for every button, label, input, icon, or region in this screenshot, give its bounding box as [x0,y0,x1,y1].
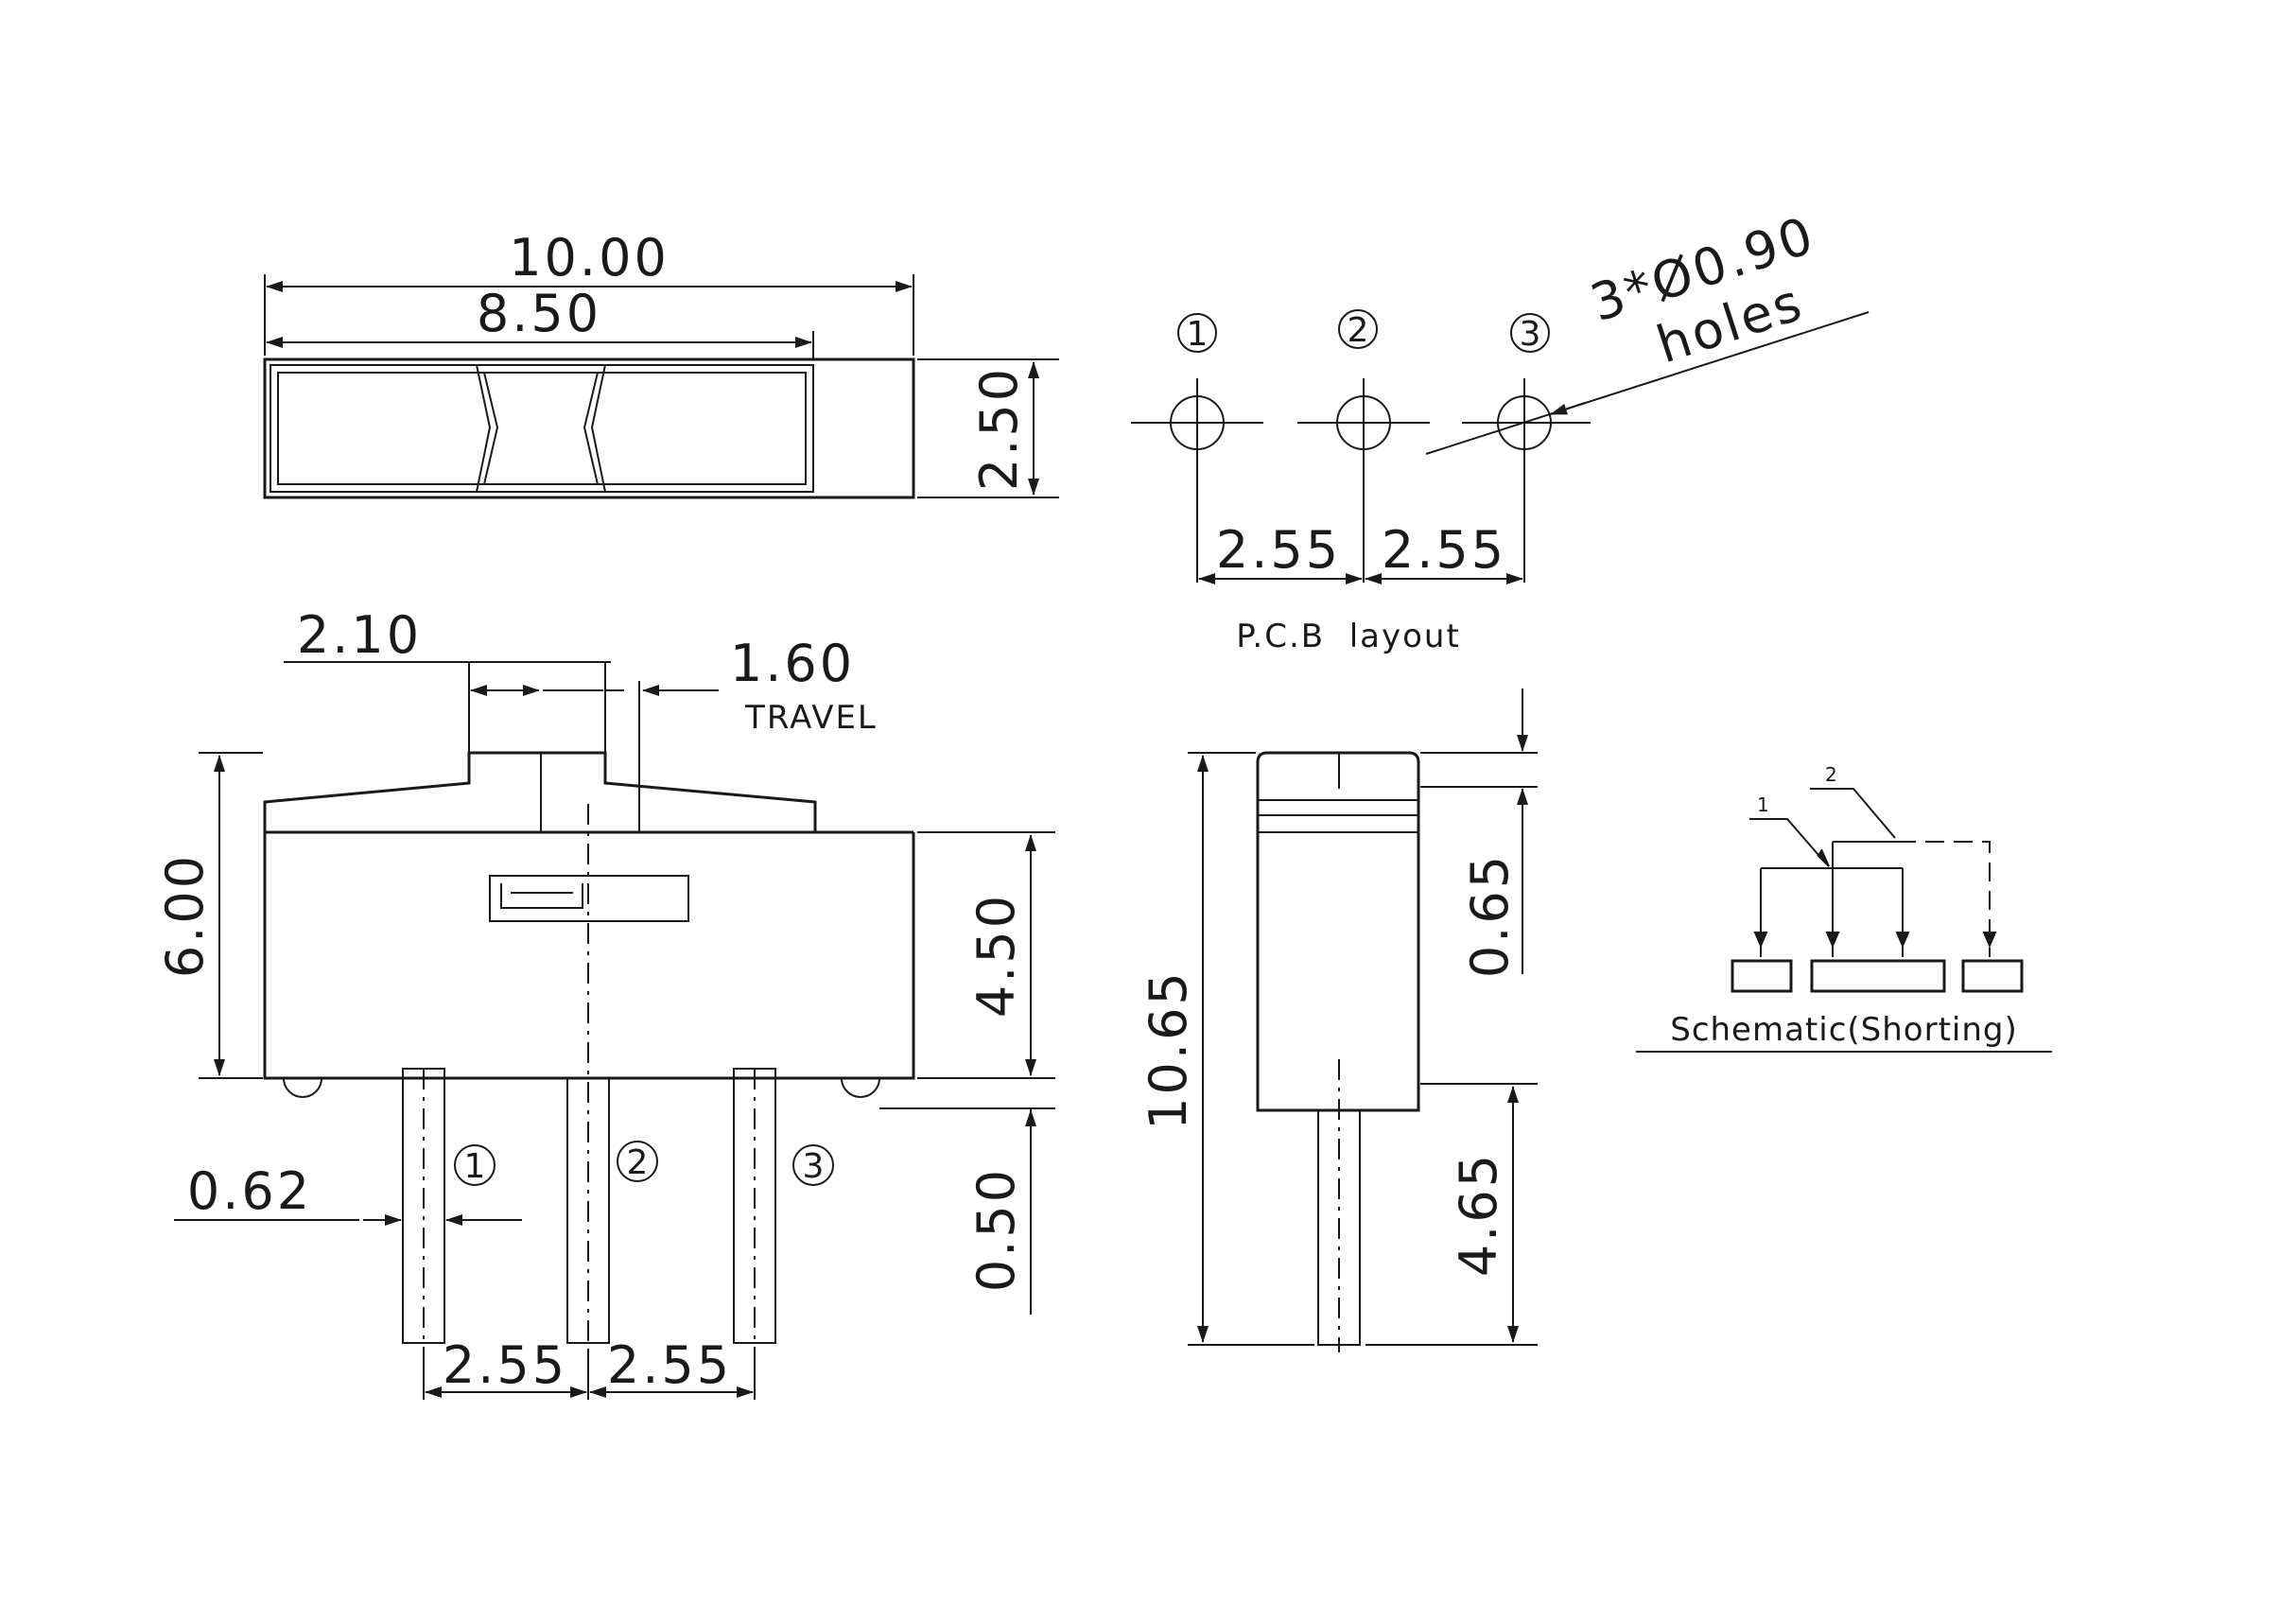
dim-standoff: 0.50 [966,1167,1026,1292]
dim-depth: 2.50 [969,366,1029,491]
front-pitch-left: 2.55 [443,1335,567,1395]
dim-total-height: 6.00 [155,853,215,978]
front-view: 1 2 3 2.10 1.60 TRAVEL 6.00 4.50 0.50 0.… [155,605,1055,1400]
hole-callout-leader [1425,311,1870,455]
front-pin-3-label: 3 [803,1147,825,1186]
schematic-position-2 [1897,841,1991,957]
dim-overall-height-ext [1188,752,1314,1346]
pcb-layout: 1 2 3 3*Ø0.90 holes 2.55 2.55 P.C.B layo… [1131,205,1870,655]
top-extension-lines [264,274,1059,498]
dim-body-height-ext [879,831,1055,1109]
dim-pin-width: 0.62 [187,1161,312,1221]
pcb-pin-1-label: 1 [1187,315,1209,354]
schematic-contact-center [1810,959,1946,993]
dim-top-step: 0.65 [1460,853,1520,978]
schematic-caption: Schematic(Shorting) [1670,1011,2018,1049]
schematic-position-1 [1760,842,1904,957]
top-slot-outer [270,364,814,493]
dim-top-step-ext [1420,752,1538,788]
side-body-outline [1256,751,1420,1112]
dim-overall-height: 10.65 [1139,969,1198,1130]
dim-pin-length-ext [1365,1083,1538,1346]
top-knob-inner [483,372,599,485]
top-view: 10.00 8.50 2.50 [263,228,1059,499]
schematic-leader-1 [1749,818,1826,863]
front-actuator-extensions [468,662,640,832]
hole-callout-arrow [1550,402,1586,415]
travel-label: TRAVEL [744,699,878,737]
top-body-outline [263,357,915,499]
side-view: 10.65 0.65 4.65 [1139,688,1538,1352]
front-bosses [283,1077,880,1098]
pcb-pin-2: 2 [1297,309,1430,583]
schematic-label-2: 2 [1825,763,1837,786]
dim-total-height-ext [199,752,263,1079]
dim-body-height: 4.50 [966,893,1026,1018]
front-pin-3 [733,1068,776,1349]
front-pin-2 [566,1077,610,1344]
schematic: 1 2 Schematic(Shorting) [1636,763,2052,1053]
pcb-pitch-right: 2.55 [1382,520,1506,580]
front-pitch-right: 2.55 [607,1335,732,1395]
front-window-knob [500,883,583,909]
dim-actuator-width: 2.10 [297,605,422,665]
pcb-pin-2-label: 2 [1348,311,1369,350]
front-pitch-ext [423,1349,756,1400]
dim-travel: 1.60 [730,634,855,693]
schematic-contact-right [1961,959,2024,993]
schematic-leader-2 [1810,788,1896,839]
pcb-layout-caption: P.C.B layout [1236,618,1461,655]
pcb-pitch-left: 2.55 [1216,520,1341,580]
top-knob-outer [476,364,606,493]
dim-pin-length: 4.65 [1449,1152,1508,1277]
side-body-bands [1258,753,1418,833]
pcb-pin-1: 1 [1131,313,1263,583]
front-pin-2-label: 2 [627,1143,649,1182]
schematic-contact-left [1731,959,1793,993]
pcb-pin-3-label: 3 [1520,315,1541,354]
front-pin-1 [402,1068,445,1349]
schematic-label-1: 1 [1757,793,1769,816]
dim-overall-width: 10.00 [509,228,670,288]
dim-slot-width: 8.50 [477,284,601,343]
top-slot-inner [277,372,807,485]
front-pin-1-label: 1 [464,1147,486,1186]
